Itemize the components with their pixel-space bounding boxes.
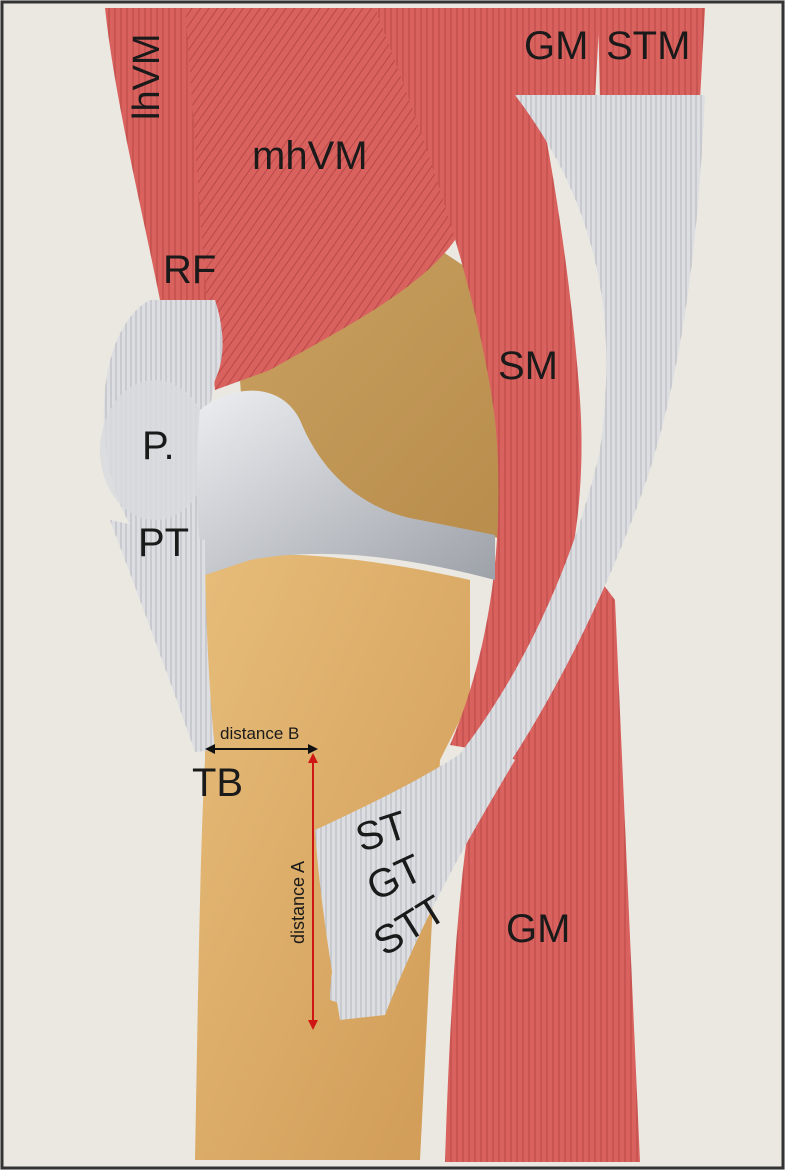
semitendinosus-muscle-top [598, 8, 705, 100]
femoral-cartilage [196, 390, 495, 580]
patellar-tendon [110, 520, 215, 752]
label-PT: PT [138, 521, 190, 565]
gastrocnemius-muscle [445, 580, 640, 1162]
label-P: P. [142, 424, 175, 468]
gracilis-muscle-top [510, 8, 600, 100]
hamstring-tendons [330, 95, 705, 1010]
label-GM-top: GM [524, 24, 589, 68]
patella-bone [100, 380, 210, 520]
label-SM: SM [498, 344, 558, 388]
rectus-femoris-muscle [105, 8, 215, 300]
label-distance-A: distance A [288, 860, 308, 944]
pes-anserinus-tendons [315, 740, 515, 1020]
label-RF: RF [163, 248, 217, 292]
semimembranosus-muscle [375, 8, 582, 750]
label-lhVM: lhVM [126, 33, 168, 120]
label-distance-B: distance B [220, 724, 300, 743]
label-GM-bottom: GM [506, 907, 571, 951]
label-STM: STM [606, 24, 691, 68]
vastus-medialis-muscle [185, 8, 455, 390]
label-TB: TB [192, 761, 244, 805]
label-mhVM: mhVM [252, 134, 368, 178]
